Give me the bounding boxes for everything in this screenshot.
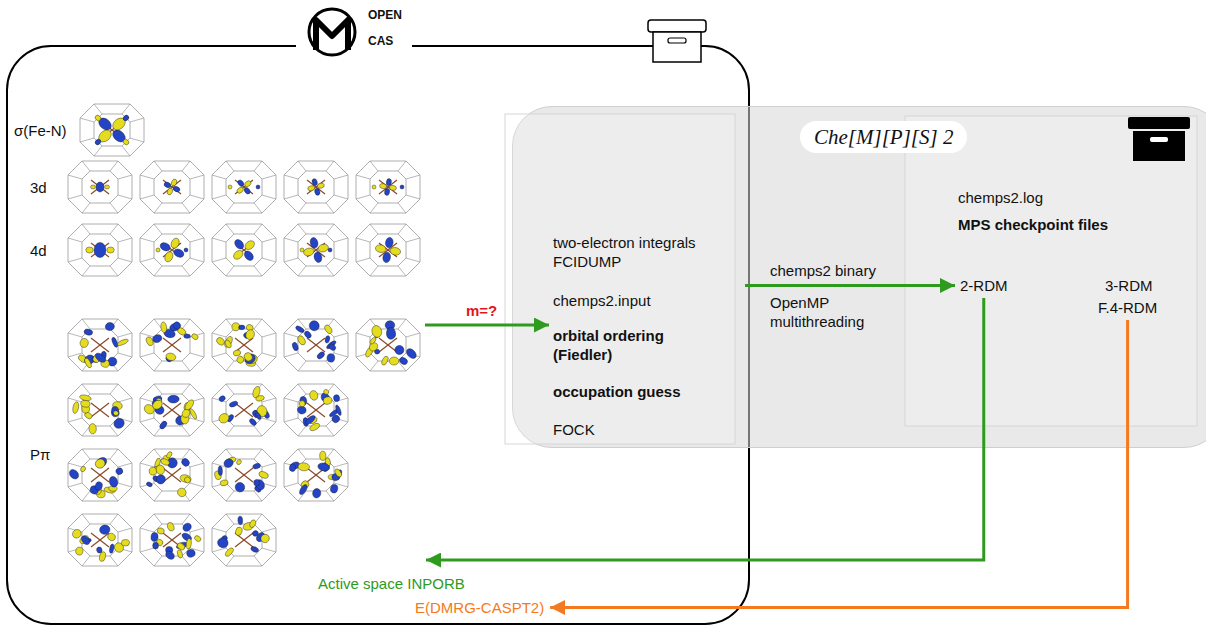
orbital-plot — [356, 319, 420, 371]
rdm-output: F.4-RDM — [1098, 298, 1157, 317]
row-label: 4d — [30, 241, 47, 260]
orbital-plots — [68, 104, 420, 566]
orbital-plot — [140, 384, 204, 436]
file-name: MPS checkpoint files — [958, 215, 1168, 234]
orbital-plot — [140, 319, 204, 371]
orbital-plot — [356, 161, 420, 213]
storage-icon — [1128, 117, 1190, 161]
note: OpenMP multithreading — [770, 293, 895, 331]
orbital-plot — [284, 224, 348, 276]
orbital-plot — [68, 449, 132, 501]
rdm-output: 2-RDM — [960, 276, 1008, 295]
orbital-plot — [68, 514, 132, 566]
rdm-name: F.4-RDM — [1098, 298, 1157, 317]
row-label: 3d — [30, 178, 47, 197]
orbital-plot — [80, 104, 144, 156]
energy-result: E(DMRG-CASPT2) — [415, 598, 544, 617]
orbital-plot — [140, 449, 204, 501]
file-name: chemps2.log — [958, 188, 1168, 207]
storage-icon — [648, 20, 706, 62]
flow-arrow — [745, 284, 955, 287]
flow-arrow — [550, 320, 1127, 608]
orbital-plot — [212, 449, 276, 501]
rdm-name: 2-RDM — [960, 276, 1008, 295]
orbital-plot — [356, 224, 420, 276]
file-name: orbital ordering (Fiedler) — [553, 326, 703, 364]
file-name: chemps2.input — [553, 291, 743, 310]
orbital-plot — [212, 384, 276, 436]
orbital-plot — [140, 224, 204, 276]
orbital-plot — [284, 384, 348, 436]
orbital-plot — [212, 161, 276, 213]
rdm-output: 3-RDM — [1105, 276, 1153, 295]
logo-text: OPEN CAS — [368, 2, 406, 54]
orbital-plot — [68, 319, 132, 371]
file-name: FOCK — [553, 420, 743, 439]
edge-label: m=? — [466, 301, 497, 320]
orbital-plot — [284, 449, 348, 501]
orbital-plot — [140, 514, 204, 566]
energy-name: E(DMRG-CASPT2) — [415, 598, 544, 617]
orbital-plot — [68, 224, 132, 276]
orbital-plot — [212, 514, 276, 566]
software-logo: Che[M][P][S] 2 — [800, 121, 967, 153]
orbital-plot — [68, 384, 132, 436]
edge-label: Active space INPORB — [318, 574, 465, 593]
orbital-plot — [140, 161, 204, 213]
edge-label: chemps2 binary — [770, 261, 876, 280]
orbital-plot — [212, 224, 276, 276]
row-label: Pπ — [30, 445, 50, 464]
flow-arrow — [425, 324, 549, 327]
logo-graphic — [296, 9, 412, 55]
file-name: two-electron integrals FCIDUMP — [553, 233, 723, 271]
rdm-name: 3-RDM — [1105, 276, 1153, 295]
file-pages — [505, 114, 1197, 444]
row-label: σ(Fe-N) — [14, 121, 67, 140]
orbital-plot — [68, 161, 132, 213]
flow-arrow — [426, 298, 984, 560]
orbital-plot — [212, 319, 276, 371]
orbital-plot — [284, 319, 348, 371]
file-name: occupation guess — [553, 382, 743, 401]
orbital-plot — [284, 161, 348, 213]
